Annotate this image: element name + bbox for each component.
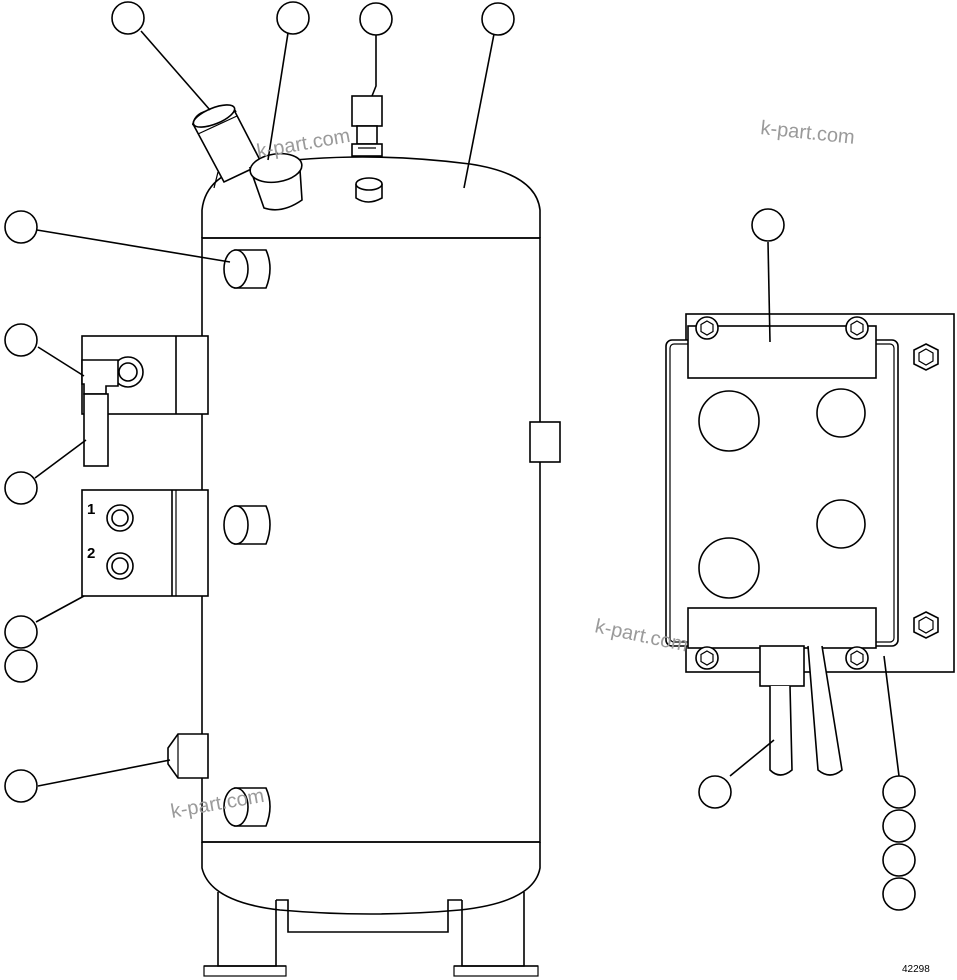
callout-box-bottom-right-1 [882, 775, 916, 809]
control-box-front [665, 339, 899, 647]
callout-tank-top-3 [359, 2, 393, 36]
control-box [665, 313, 955, 776]
callout-tank-left-4 [4, 615, 38, 649]
top-cap-fitting [248, 152, 303, 211]
side-port-upper [223, 249, 271, 289]
callout-tank-left-1 [4, 210, 38, 244]
right-side-tab [529, 421, 561, 463]
angled-filter-fitting [191, 104, 264, 189]
watermark-1: k-part.com [759, 117, 855, 149]
callout-box-bottom-right-4 [882, 877, 916, 911]
callout-tank-left-6 [4, 769, 38, 803]
side-port-lower [223, 787, 271, 827]
air-tank: 1 2 [81, 95, 561, 977]
leader-lines [34, 30, 900, 787]
knockout-upper-left [698, 390, 760, 452]
screw-top-left [695, 316, 719, 340]
top-label-strip [687, 325, 877, 379]
tank-stand [203, 892, 539, 977]
bottom-label-strip [687, 607, 877, 649]
figure-reference-number: 42298 [902, 964, 930, 975]
callout-tank-top-4 [481, 2, 515, 36]
dome-plug [355, 177, 383, 203]
callout-tank-left-3 [4, 471, 38, 505]
screw-bottom-right [845, 646, 869, 670]
callout-tank-left-2 [4, 323, 38, 357]
callout-box-bottom-left [698, 775, 732, 809]
plate-hex-bolt-bottom [913, 611, 939, 639]
port-block: 1 2 [81, 489, 209, 597]
callout-box-bottom-right-3 [882, 843, 916, 877]
callout-box-top [751, 208, 785, 242]
callout-box-bottom-right-2 [882, 809, 916, 843]
knockout-middle-right [816, 499, 866, 549]
tank-top-dome [201, 156, 541, 238]
screw-top-right [845, 316, 869, 340]
callout-tank-top-1 [111, 1, 145, 35]
screw-bottom-left [695, 646, 719, 670]
port-label-1: 1 [87, 501, 95, 518]
knockout-lower-left [698, 537, 760, 599]
plate-hex-bolt-top [913, 343, 939, 371]
callout-tank-top-2 [276, 1, 310, 35]
port-label-2: 2 [87, 545, 95, 562]
knockout-upper-right [816, 388, 866, 438]
drain-valve [167, 733, 209, 779]
callout-tank-left-5 [4, 649, 38, 683]
callouts [4, 1, 916, 911]
side-port-middle [223, 505, 271, 545]
elbow-valve-block [81, 335, 209, 467]
tank-bottom-dome [201, 842, 541, 915]
top-valve [351, 95, 383, 157]
cable-gland [759, 645, 843, 776]
